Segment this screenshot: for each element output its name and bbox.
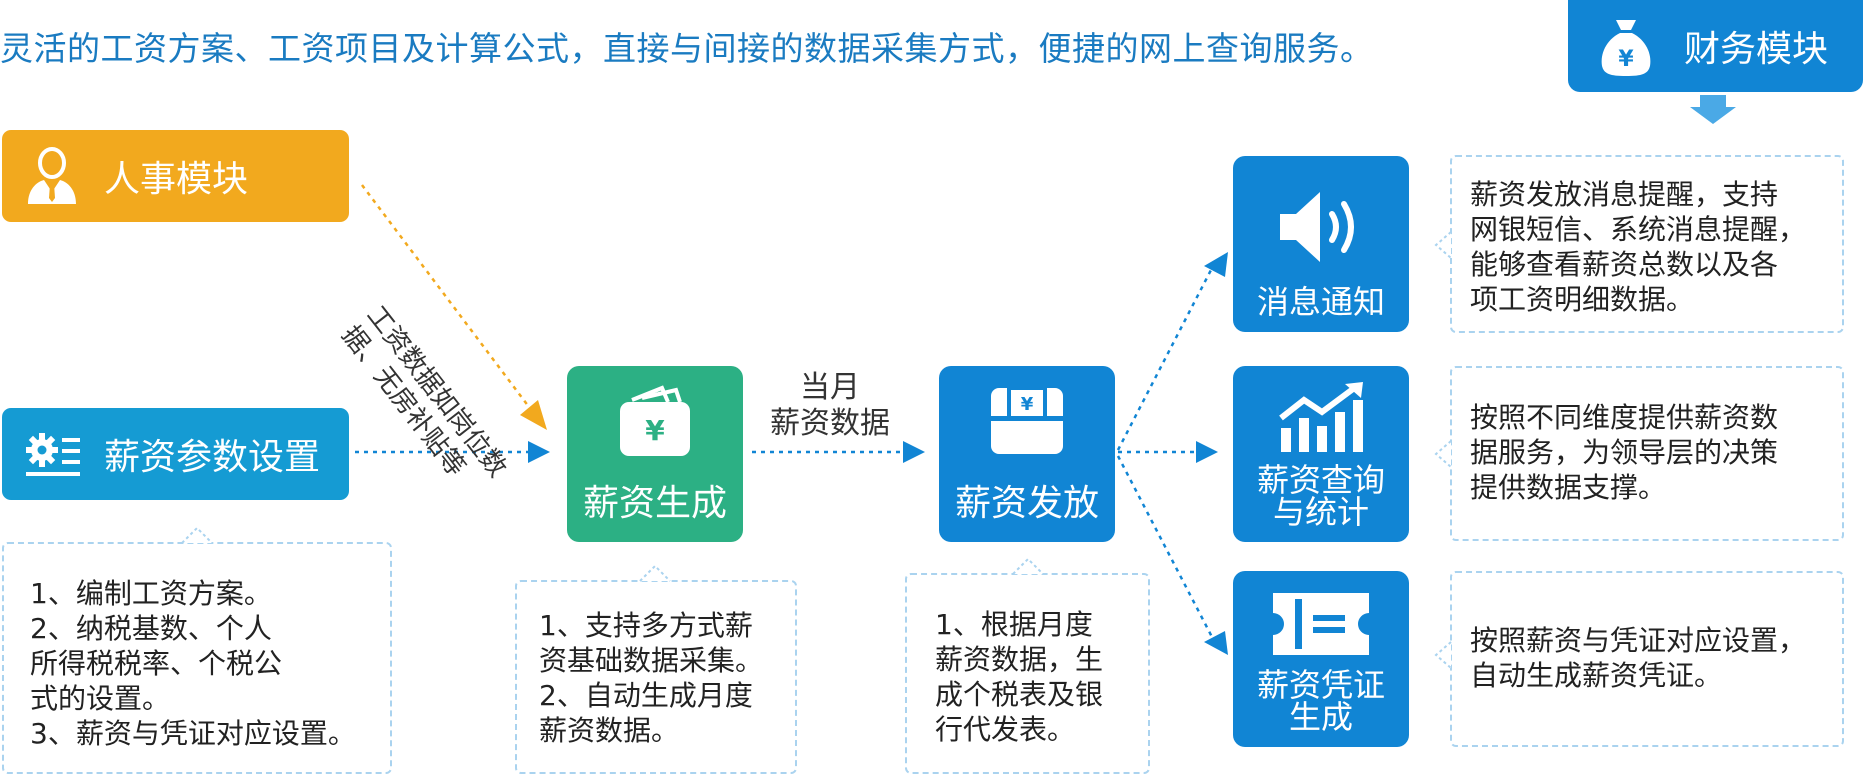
salary-params-label: 薪资参数设置 [104, 437, 321, 478]
generate-description: 1、支持多方式薪 资基础数据采集。 2、自动生成月度 薪资数据。 [539, 609, 764, 747]
money-bag-icon: ¥ [1598, 16, 1654, 76]
ticket-icon [1273, 593, 1369, 655]
salary-params-button[interactable]: 薪资参数设置 [2, 408, 349, 500]
params-description: 1、编制工资方案。 2、纳税基数、个人 所得税税率、个税公 式的设置。 3、薪资… [30, 577, 356, 750]
salary-pay-label: 薪资发放 [954, 483, 1099, 524]
voucher-description: 按照薪资与凭证对应设置， 自动生成薪资凭证。 [1470, 624, 1807, 692]
salary-query-label: 薪资查询与统计 [1256, 461, 1385, 531]
wallet-icon: ¥ [618, 384, 692, 458]
speaker-icon [1276, 188, 1366, 266]
message-notify-node[interactable]: 消息通知 [1233, 156, 1409, 332]
query-description: 按照不同维度提供薪资数 据服务，为领导层的决策 提供数据支撑。 [1470, 401, 1779, 504]
param-to-generate-arrowhead [528, 441, 550, 463]
pay-to-voucher-arrowhead [1204, 631, 1228, 655]
notify-description: 薪资发放消息提醒，支持 网银短信、系统消息提醒， 能够查看薪资总数以及各 项工资… [1470, 178, 1807, 316]
message-notify-label: 消息通知 [1256, 283, 1385, 321]
hr-module-button[interactable]: 人事模块 [2, 130, 349, 222]
params-description-box: 1、编制工资方案。 2、纳税基数、个人 所得税税率、个税公 式的设置。 3、薪资… [2, 542, 392, 774]
salary-generate-node[interactable]: ¥ 薪资生成 [567, 366, 743, 542]
generate-to-pay-arrowhead [903, 441, 925, 463]
bar-chart-icon [1277, 382, 1365, 452]
svg-text:¥: ¥ [1021, 394, 1034, 415]
headline: 灵活的工资方案、工资项目及计算公式，直接与间接的数据采集方式，便捷的网上查询服务… [0, 29, 1374, 68]
finance-module-button[interactable]: ¥ 财务模块 [1568, 0, 1863, 92]
pay-description: 1、根据月度 薪资数据，生 成个税表及银 行代发表。 [935, 608, 1104, 746]
hr-to-generate-arrowhead [520, 400, 547, 430]
pay-to-notify-connector [1116, 267, 1214, 451]
notify-description-box: 薪资发放消息提醒，支持 网银短信、系统消息提醒， 能够查看薪资总数以及各 项工资… [1450, 155, 1844, 333]
salary-pay-node[interactable]: ¥ 薪资发放 [939, 366, 1115, 542]
hr-module-label: 人事模块 [104, 159, 249, 200]
pay-description-box: 1、根据月度 薪资数据，生 成个税表及银 行代发表。 [905, 573, 1150, 774]
query-description-box: 按照不同维度提供薪资数 据服务，为领导层的决策 提供数据支撑。 [1450, 366, 1844, 541]
salary-generate-label: 薪资生成 [582, 483, 727, 524]
voucher-generate-label: 薪资凭证生成 [1256, 666, 1385, 736]
svg-text:¥: ¥ [1618, 47, 1634, 72]
voucher-description-box: 按照薪资与凭证对应设置， 自动生成薪资凭证。 [1450, 571, 1844, 747]
user-icon [26, 146, 78, 206]
salary-query-node[interactable]: 薪资查询与统计 [1233, 366, 1409, 542]
monthly-data-label: 当月 薪资数据 [770, 370, 890, 441]
voucher-generate-node[interactable]: 薪资凭证生成 [1233, 571, 1409, 747]
settings-icon [26, 430, 82, 478]
finance-down-arrow [1690, 95, 1736, 124]
pay-to-voucher-connector [1116, 455, 1214, 638]
cash-drawer-icon: ¥ [989, 386, 1065, 458]
finance-module-label: 财务模块 [1684, 29, 1829, 70]
svg-text:¥: ¥ [645, 414, 665, 447]
pay-to-notify-arrowhead [1204, 252, 1228, 277]
generate-description-box: 1、支持多方式薪 资基础数据采集。 2、自动生成月度 薪资数据。 [515, 580, 797, 774]
hr-to-generate-connector [361, 184, 536, 416]
pay-to-query-arrowhead [1196, 441, 1218, 463]
